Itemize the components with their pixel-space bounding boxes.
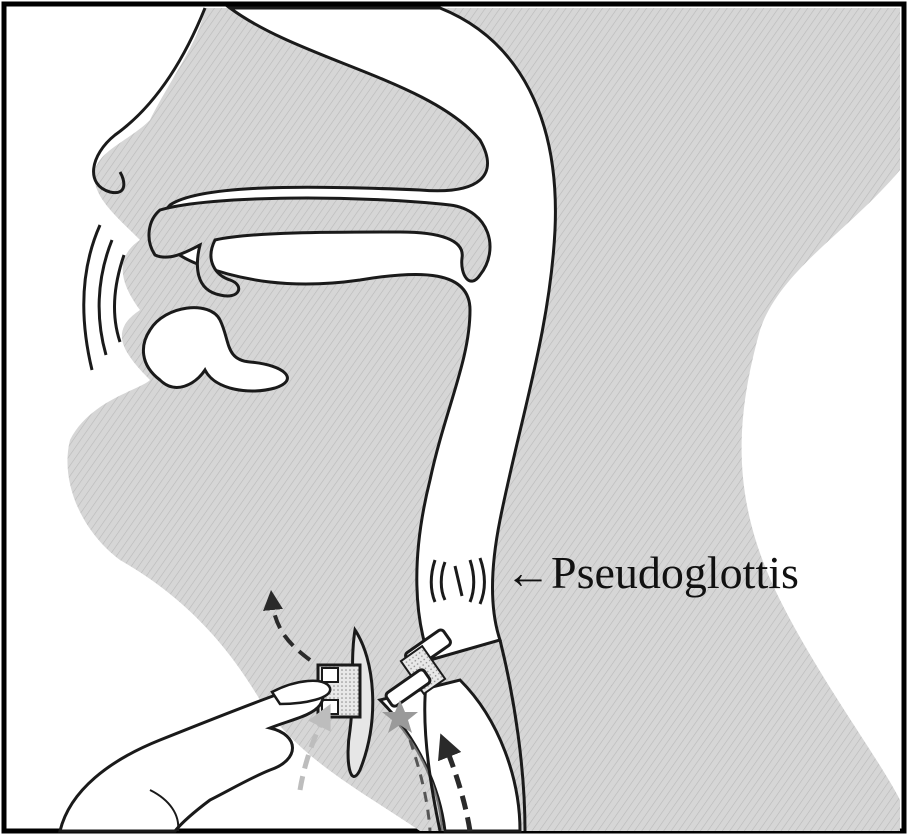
pseudoglottis-label: ←Pseudoglottis: [505, 547, 799, 598]
